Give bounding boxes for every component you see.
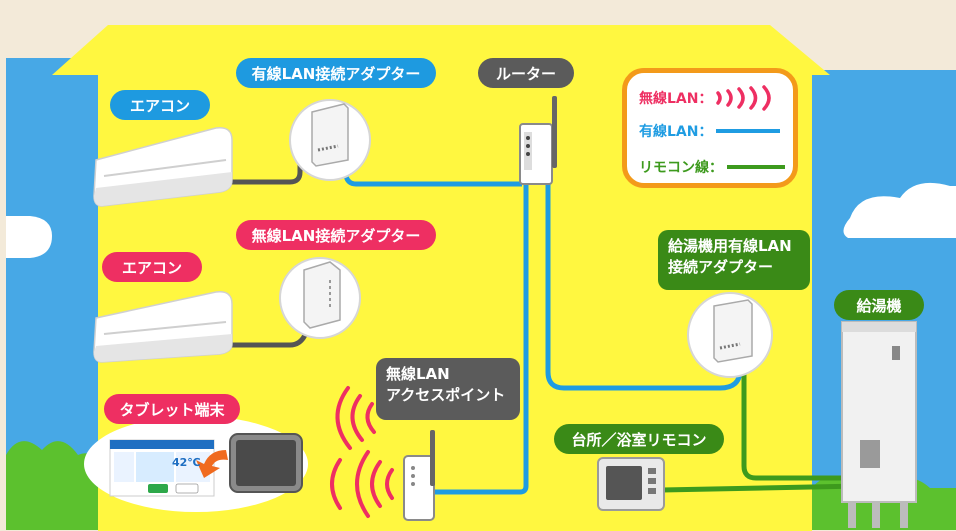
label-water-heater-adapter: 給湯機用有線LAN 接続アダプター (658, 230, 810, 290)
legend-wired-line (716, 129, 781, 133)
cloud-right (843, 182, 956, 238)
label-router: ルーター (478, 58, 574, 88)
access-point-device (403, 430, 435, 521)
water-heater-device (841, 321, 917, 528)
remote-line-adapter (741, 356, 858, 481)
water-heater-adapter-device (687, 292, 773, 378)
label-remote: 台所／浴室リモコン (554, 424, 724, 454)
label-water-heater-adapter-line2: 接続アダプター (668, 258, 774, 276)
legend-wired-label: 有線LAN： (639, 124, 713, 140)
tablet-temp: 42℃ (172, 456, 201, 469)
legend-wireless-wave-icon (716, 85, 772, 111)
label-wireless-adapter: 無線LAN接続アダプター (236, 220, 436, 250)
label-aircon-bottom: エアコン (102, 252, 202, 282)
wired-line-router-down (432, 182, 529, 495)
wired-line-router-heater (545, 182, 743, 391)
wireless-adapter-device (279, 257, 361, 339)
legend-wired: 有線LAN： (639, 121, 781, 141)
legend-wireless: 無線LAN： (639, 85, 782, 111)
label-water-heater-adapter-line1: 給湯機用有線LAN (668, 237, 792, 255)
label-tablet: タブレット端末 (104, 394, 240, 424)
aircon-top-unit (93, 127, 233, 207)
legend-remote-line (727, 165, 785, 169)
tablet-scene (84, 416, 308, 512)
router-device (519, 96, 557, 185)
label-access-point-line2: アクセスポイント (386, 386, 506, 404)
label-water-heater: 給湯機 (834, 290, 924, 320)
remote-line-remote (661, 483, 861, 493)
aircon-bottom-unit (93, 291, 233, 363)
legend-wireless-label: 無線LAN： (639, 91, 713, 107)
label-access-point: 無線LAN アクセスポイント (376, 358, 520, 420)
legend-remote-label: リモコン線： (639, 160, 723, 176)
wired-adapter-device (289, 99, 371, 181)
bush-left (6, 441, 100, 530)
label-wired-adapter: 有線LAN接続アダプター (236, 58, 436, 88)
cloud-left (6, 216, 52, 258)
label-access-point-line1: 無線LAN (386, 365, 450, 383)
legend: 無線LAN： 有線LAN： リモコン線： (622, 68, 798, 188)
legend-remote: リモコン線： (639, 157, 785, 177)
cable-aircon-top (225, 147, 318, 185)
label-aircon-top: エアコン (110, 90, 210, 120)
wireless-waves (330, 386, 394, 518)
remote-controller-device (597, 457, 665, 511)
